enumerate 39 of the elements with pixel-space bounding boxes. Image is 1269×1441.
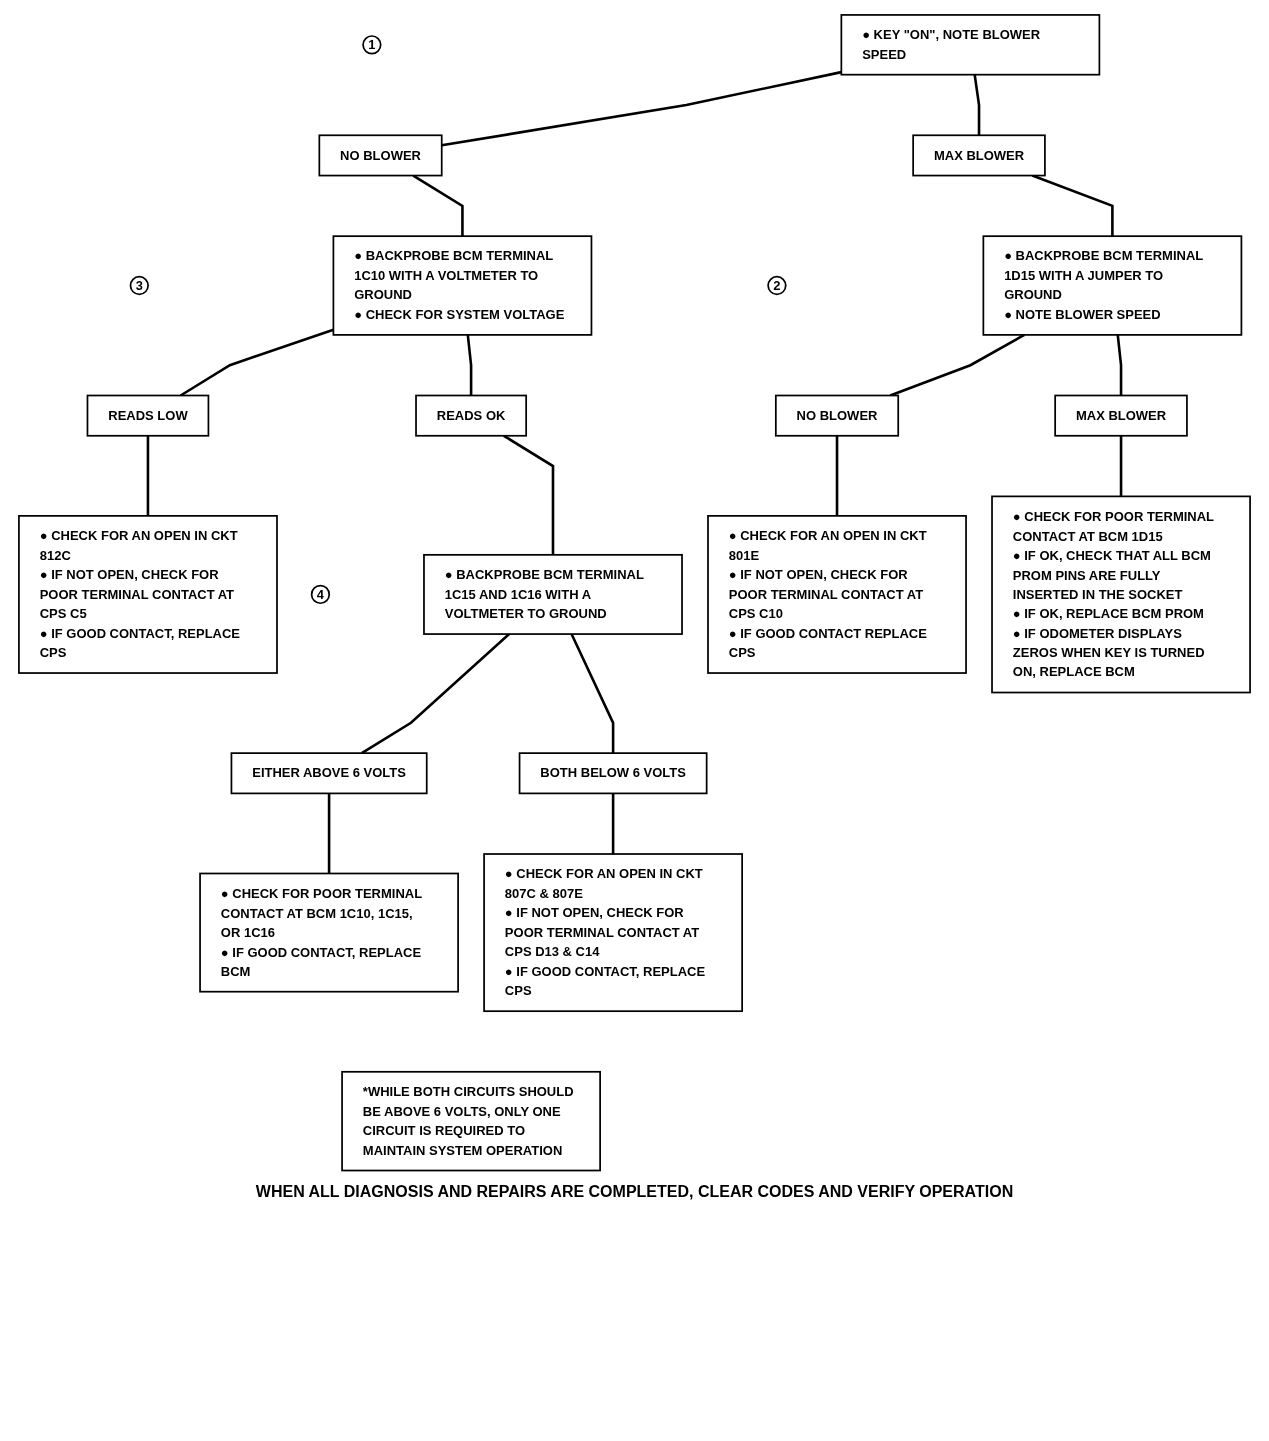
process-box: ● CHECK FOR POOR TERMINAL CONTACT AT BCM 1C10, 1C15, OR 1C16 ● IF GOOD CONTACT, REPLACE BCM — [199, 872, 459, 993]
process-box: ● KEY "ON", NOTE BLOWER SPEED — [840, 14, 1101, 76]
connector-line — [503, 434, 555, 555]
connector-line — [611, 793, 615, 854]
connector-line — [570, 633, 615, 754]
step-number-circle: 1 — [362, 35, 382, 55]
connector-line — [1116, 334, 1123, 396]
connector-line — [361, 633, 511, 755]
process-box: ● BACKPROBE BCM TERMINAL 1C15 AND 1C16 WITH A VOLTMETER TO GROUND — [423, 553, 683, 635]
process-box: NO BLOWER — [318, 134, 443, 177]
step-number-circle: 3 — [129, 275, 149, 296]
process-box: ● CHECK FOR AN OPEN IN CKT 807C & 807E ● IF NOT OPEN, CHECK FOR POOR TERMINAL CONTACT AT CPS D13 & C14 ● IF GOOD CONTACT, REPLACE CPS — [483, 853, 743, 1013]
step-number-circle: 2 — [767, 275, 787, 296]
process-box: MAX BLOWER — [1054, 394, 1188, 437]
process-box: READS OK — [415, 394, 528, 437]
connector-line — [146, 435, 150, 516]
process-box: ● CHECK FOR AN OPEN IN CKT 801E ● IF NOT OPEN, CHECK FOR POOR TERMINAL CONTACT AT CPS C10 ● IF GOOD CONTACT REPLACE CPS — [707, 515, 967, 674]
note-text: WHEN ALL DIAGNOSIS AND REPAIRS ARE COMPLETED, CLEAR CODES AND VERIFY OPERATION — [255, 1183, 1014, 1202]
connector-line — [1119, 435, 1123, 497]
process-box: BOTH BELOW 6 VOLTS — [518, 752, 708, 795]
process-box: READS LOW — [86, 394, 210, 437]
process-box: ● CHECK FOR POOR TERMINAL CONTACT AT BCM 1D15 ● IF OK, CHECK THAT ALL BCM PROM PINS ARE FULLY INSERTED IN THE SOCKET ● IF OK, REPLACE BCM PROM ● IF ODOMETER DISPLAYS ZEROS WHEN KEY IS TURNED ON, REPLACE BCM — [991, 495, 1251, 694]
step-number-circle: 4 — [310, 584, 331, 605]
connector-line — [1031, 174, 1114, 237]
connector-line — [441, 70, 842, 147]
connector-line — [412, 174, 464, 237]
process-box: EITHER ABOVE 6 VOLTS — [230, 752, 428, 795]
process-box: ● BACKPROBE BCM TERMINAL 1D15 WITH A JUMPER TO GROUND ● NOTE BLOWER SPEED — [982, 235, 1243, 336]
connector-line — [466, 334, 473, 396]
process-box: ● CHECK FOR AN OPEN IN CKT 812C ● IF NOT OPEN, CHECK FOR POOR TERMINAL CONTACT AT CPS C5 ● IF GOOD CONTACT, REPLACE CPS — [18, 515, 278, 674]
connector-line — [179, 328, 334, 397]
connector-line — [327, 793, 331, 874]
connector-line — [889, 333, 1026, 397]
process-box: ● BACKPROBE BCM TERMINAL 1C10 WITH A VOLTMETER TO GROUND ● CHECK FOR SYSTEM VOLTAGE — [332, 235, 593, 336]
process-box: NO BLOWER — [774, 394, 900, 437]
process-box: MAX BLOWER — [912, 134, 1046, 177]
connector-line — [973, 74, 981, 136]
process-box: *WHILE BOTH CIRCUITS SHOULD BE ABOVE 6 VOLTS, ONLY ONE CIRCUIT IS REQUIRED TO MAINTAIN SYSTEM OPERATION — [341, 1070, 601, 1172]
connector-line — [835, 435, 839, 516]
